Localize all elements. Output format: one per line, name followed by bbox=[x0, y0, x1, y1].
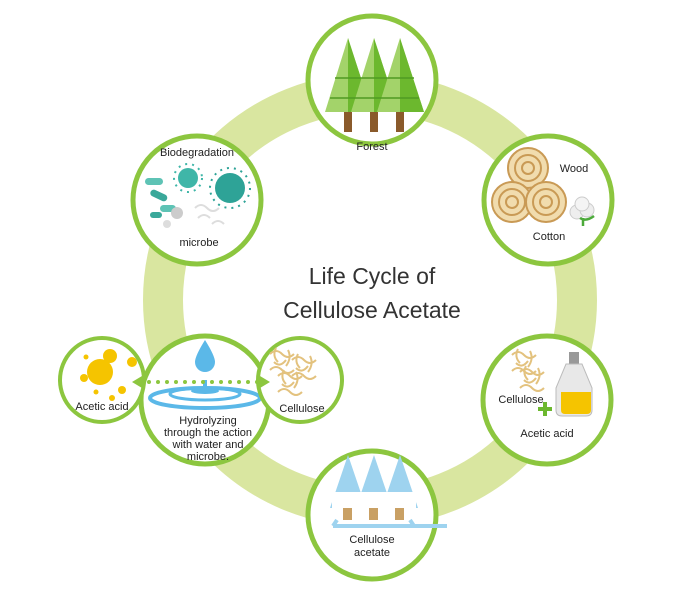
diagram-title-line2: Cellulose Acetate bbox=[283, 297, 461, 323]
acid-droplets-icon bbox=[80, 349, 137, 401]
stage-cellulose-acetate: Cellulose acetate bbox=[305, 448, 447, 582]
label-wood: Wood bbox=[560, 163, 589, 175]
microbe-icon bbox=[145, 163, 251, 228]
label-cellulose-acetate-1: Cellulose bbox=[349, 534, 394, 546]
label-hydrolyzing-1: Hydrolyzing bbox=[179, 415, 236, 427]
label-forest: Forest bbox=[356, 141, 387, 153]
label-cellulose-acetate-2: acetate bbox=[354, 547, 390, 559]
label-cellulose: Cellulose bbox=[279, 403, 324, 415]
stage-hydrolyzing: Hydrolyzing through the action with wate… bbox=[138, 333, 272, 467]
tree-icon bbox=[325, 38, 424, 132]
stage-biodegradation: Biodegradation microbe bbox=[130, 133, 264, 267]
label-acetic-acid-reaction: Acetic acid bbox=[520, 428, 573, 440]
cotton-icon bbox=[569, 196, 595, 226]
acetic-acid-bottle-icon bbox=[555, 352, 593, 417]
diagram-title-line1: Life Cycle of bbox=[309, 263, 436, 289]
label-hydrolyzing-2: through the action bbox=[164, 427, 252, 439]
plus-icon bbox=[538, 402, 552, 416]
label-acetic-acid: Acetic acid bbox=[75, 401, 128, 413]
stage-cellulose: Cellulose bbox=[256, 336, 344, 424]
cellulose-acetate-flakes-icon bbox=[330, 455, 447, 528]
label-cotton: Cotton bbox=[533, 231, 565, 243]
stage-acetylation: Cellulose Acetic acid bbox=[480, 333, 614, 467]
label-cellulose-reaction: Cellulose bbox=[498, 394, 543, 406]
stage-wood-cotton: Wood Cotton bbox=[481, 133, 615, 267]
label-hydrolyzing-4: microbe. bbox=[187, 451, 229, 463]
hydrolysis-arrow bbox=[132, 376, 270, 388]
label-biodegradation: Biodegradation bbox=[160, 147, 234, 159]
wood-log-icon bbox=[491, 147, 567, 223]
label-hydrolyzing-3: with water and bbox=[172, 439, 244, 451]
label-microbe: microbe bbox=[179, 237, 218, 249]
stage-acetic-acid: Acetic acid bbox=[58, 336, 146, 424]
stage-forest: Forest bbox=[305, 13, 439, 153]
